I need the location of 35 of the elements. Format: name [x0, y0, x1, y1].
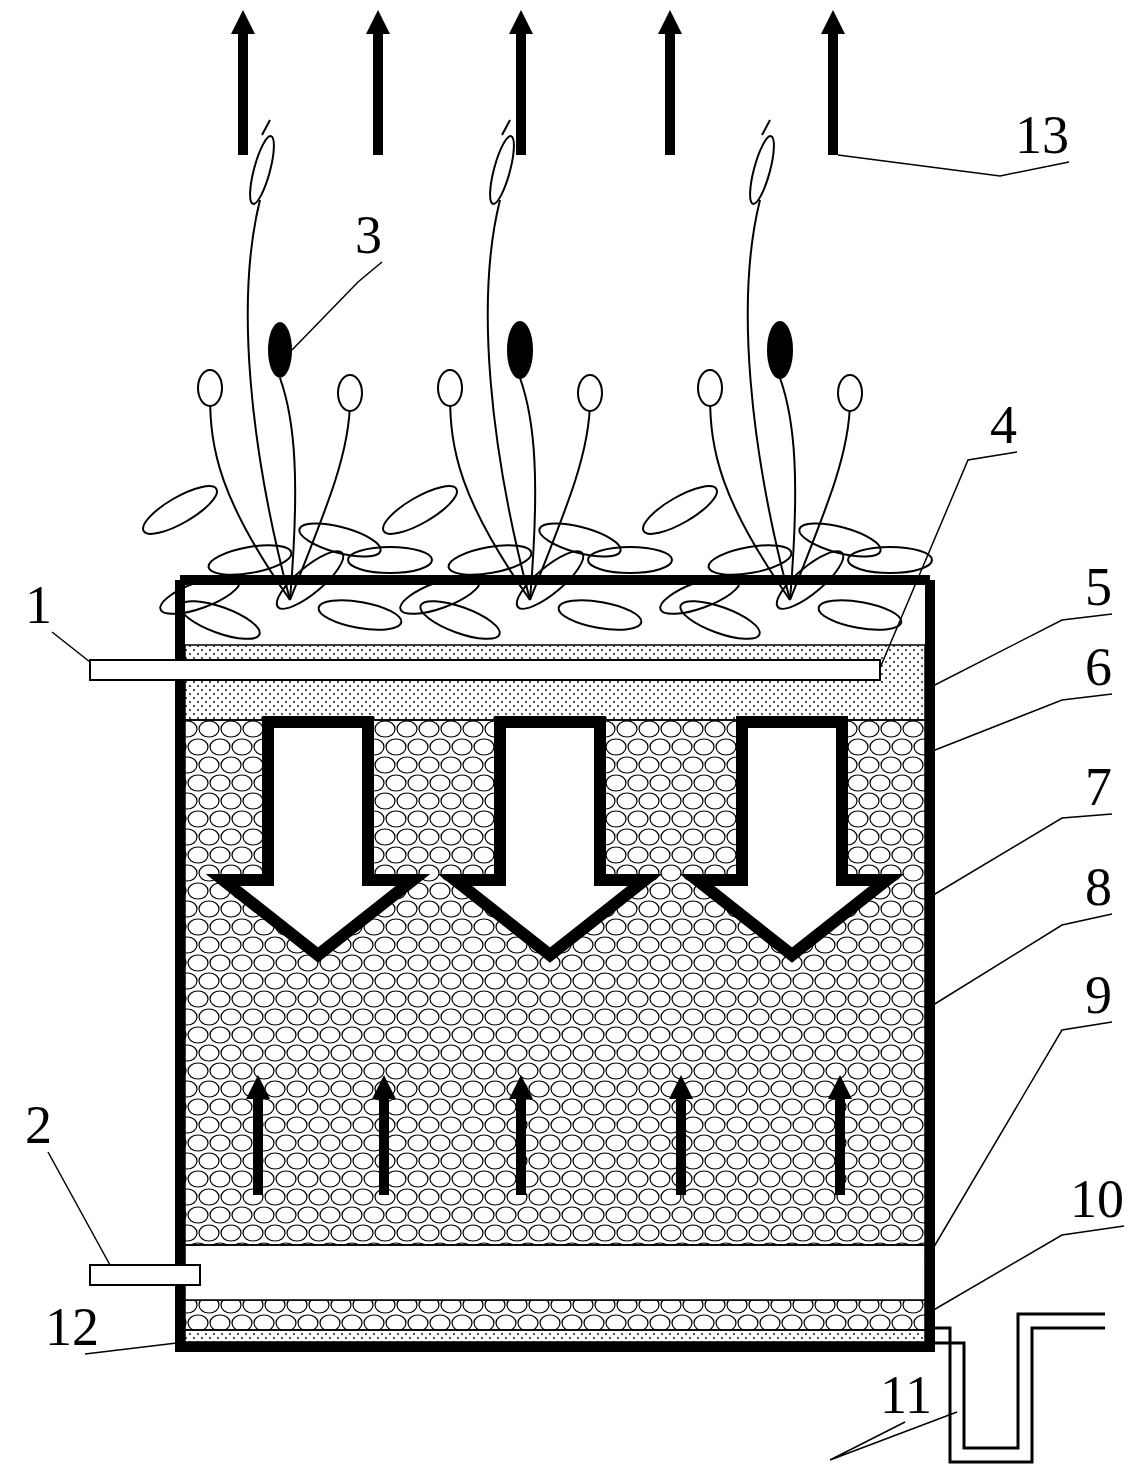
callout-number: 7	[1085, 760, 1112, 814]
leader-line	[51, 631, 91, 663]
leader-line	[837, 154, 1070, 177]
callout-number: 1	[25, 578, 52, 632]
callout-number: 9	[1085, 968, 1112, 1022]
bottom-gravel-layer	[184, 1299, 926, 1331]
water-collection-zone	[184, 1244, 926, 1301]
leader-line	[879, 451, 1018, 669]
callout-number: 5	[1085, 560, 1112, 614]
gas-arrow	[366, 10, 390, 155]
callout-number: 12	[45, 1300, 99, 1354]
leader-line	[924, 813, 1113, 901]
leader-line	[924, 1021, 1113, 1263]
leader-line	[924, 913, 1113, 1011]
distribution-pipe	[89, 659, 881, 681]
inlet-pipe	[89, 1264, 201, 1286]
flower-spike	[268, 322, 292, 378]
outlet-pipe	[935, 1312, 1105, 1464]
gas-arrow	[658, 10, 682, 155]
callout-number: 6	[1085, 640, 1112, 694]
leader-line	[829, 1411, 958, 1461]
callout-number: 11	[880, 1368, 932, 1422]
leader-line	[924, 613, 1113, 691]
callout-number: 8	[1085, 860, 1112, 914]
callout-number: 10	[1070, 1172, 1124, 1226]
leader-line	[924, 1225, 1125, 1316]
gas-arrow	[509, 10, 533, 155]
leader-line	[291, 261, 383, 351]
callout-number: 4	[990, 398, 1017, 452]
gas-arrow	[231, 10, 255, 155]
callout-number: 2	[25, 1098, 52, 1152]
leader-line	[47, 1151, 111, 1266]
callout-number: 13	[1015, 108, 1069, 162]
callout-number: 3	[355, 208, 382, 262]
gas-arrow	[821, 10, 845, 155]
